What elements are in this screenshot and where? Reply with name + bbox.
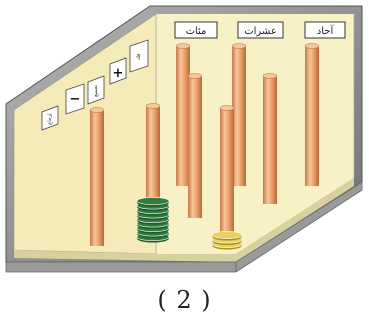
green-disk [136, 197, 170, 207]
label-hundreds-text: مئات [186, 26, 207, 37]
rod-front-left [89, 107, 105, 246]
ungroup-button[interactable]: فك [129, 39, 149, 73]
back-wall [156, 14, 354, 258]
reset-button-label: إرجاع [47, 113, 53, 125]
yellow-disk-stack [211, 231, 243, 250]
rod-mid-tens [262, 73, 278, 204]
label-ones: آحاد [304, 21, 346, 39]
minus-button[interactable]: − [65, 83, 85, 115]
green-disk-stack [136, 197, 170, 243]
rod-mid-hundreds [187, 73, 203, 218]
label-hundreds: مئات [174, 21, 218, 39]
rod-back-ones [304, 43, 320, 186]
plus-button-label: + [113, 66, 124, 81]
regroup-button-label: تجميع [93, 85, 99, 97]
reset-button[interactable]: إرجاع [41, 105, 59, 131]
regroup-button[interactable]: تجميع [87, 75, 105, 105]
ungroup-button-label: فك [136, 53, 142, 60]
minus-button-label: − [70, 92, 81, 107]
rod-front-tens [219, 105, 235, 248]
label-tens-text: عشرات [244, 26, 277, 37]
plus-button[interactable]: + [109, 57, 127, 85]
rod-back-hundreds [175, 43, 191, 186]
label-ones-text: آحاد [317, 24, 335, 37]
wall-controls: إرجاع − تجميع + فك [41, 39, 149, 131]
rod-back-tens [231, 43, 247, 186]
box-floor [14, 178, 354, 262]
figure-caption: ( 2 ) [157, 286, 212, 314]
yellow-disk [211, 231, 243, 241]
label-tens: عشرات [237, 21, 284, 39]
